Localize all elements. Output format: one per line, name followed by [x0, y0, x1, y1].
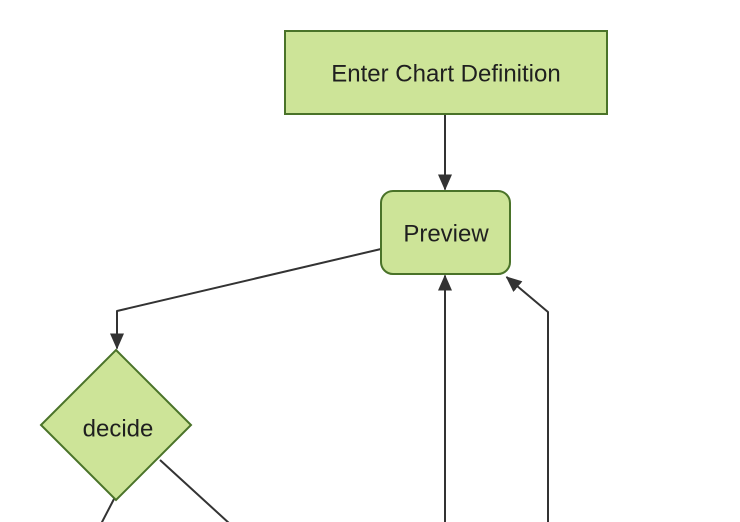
node-decide: decide — [39, 348, 193, 502]
preview-shape — [380, 190, 511, 275]
enter-chart-definition-shape — [284, 30, 608, 115]
decide-shape — [39, 348, 193, 502]
decide-label: decide — [83, 416, 154, 443]
preview-label: Preview — [403, 221, 489, 248]
node-enter-chart-definition: Enter Chart Definition — [284, 30, 608, 115]
enter-chart-definition-label: Enter Chart Definition — [331, 61, 560, 88]
edge-decide-to-offscreen-right — [159, 459, 230, 522]
edge-decide-to-offscreen-left — [100, 498, 115, 522]
edge-layer — [100, 114, 549, 522]
edge-offscreen-to-preview-corner — [505, 276, 549, 522]
edge-preview-to-decide — [110, 248, 382, 350]
node-preview: Preview — [380, 190, 511, 275]
